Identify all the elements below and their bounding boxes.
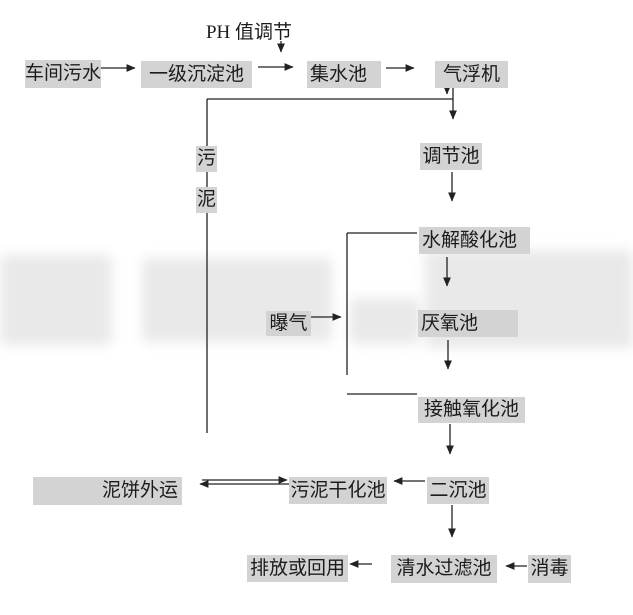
- node-primary-sedimentation: 一级沉淀池: [141, 61, 252, 88]
- node-discharge-or-reuse: 排放或回用: [247, 555, 348, 582]
- node-regulating-tank: 调节池: [420, 143, 482, 170]
- node-anaerobic-tank: 厌氧池: [418, 310, 518, 337]
- node-workshop-wastewater: 车间污水: [25, 60, 101, 88]
- watermark: [350, 298, 420, 344]
- node-aeration: 曝气: [266, 311, 311, 336]
- node-sludge-cake-transport: 泥饼外运: [33, 477, 182, 505]
- node-clear-water-filter: 清水过滤池: [391, 555, 497, 583]
- node-contact-oxidation: 接触氧化池: [418, 397, 525, 423]
- node-secondary-sedimentation: 二沉池: [427, 477, 489, 504]
- label-sludge-char-top: 污: [196, 146, 217, 172]
- label-sludge-char-bottom: 泥: [196, 187, 217, 213]
- node-air-flotation: 气浮机: [435, 61, 508, 88]
- node-hydrolysis-acidification: 水解酸化池: [419, 227, 530, 254]
- node-disinfection: 消毒: [528, 555, 571, 583]
- node-sludge-drying: 污泥干化池: [289, 477, 387, 504]
- watermark: [0, 255, 112, 345]
- label-ph-adjust: PH 值调节: [205, 22, 293, 43]
- node-collecting-tank: 集水池: [307, 61, 381, 88]
